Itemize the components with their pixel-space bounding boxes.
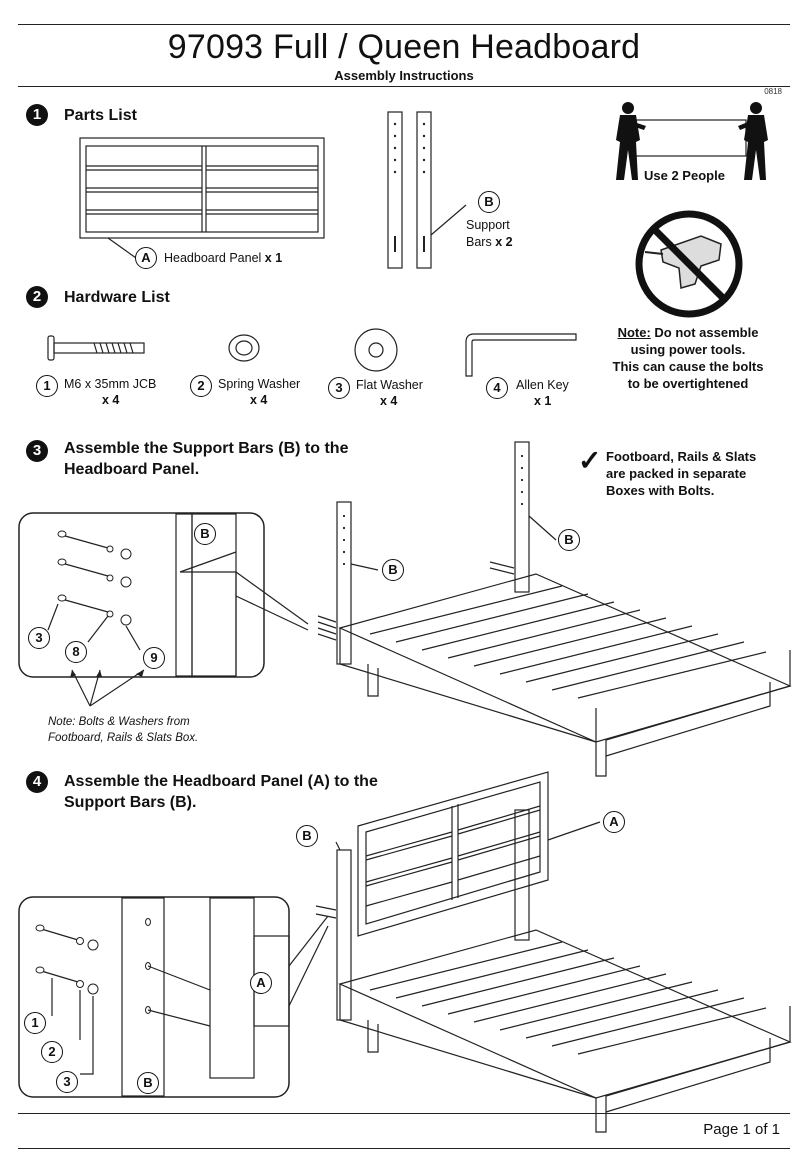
step-3-number: 3	[26, 440, 48, 462]
step-3-bed-drawing	[317, 441, 792, 777]
top-rule	[18, 24, 790, 25]
step-4-bed-drawing	[315, 771, 792, 1133]
step-4-detail-a: A	[250, 972, 272, 994]
hardware-1-label: M6 x 35mm JCB	[64, 377, 157, 391]
step-4-callout-3: 3	[56, 1071, 78, 1093]
allen-key-icon	[465, 333, 577, 377]
hardware-4-callout: 4	[486, 377, 508, 399]
hardware-1-callout: 1	[36, 375, 58, 397]
step-4-callout-2: 2	[41, 1041, 63, 1063]
step-4-callout-1: 1	[24, 1012, 46, 1034]
step-3-detail-b: B	[194, 523, 216, 545]
packed-separately-note: Footboard, Rails & Slats are packed in s…	[606, 449, 757, 498]
document-code: 0818	[764, 87, 782, 96]
step-4-detail-b: B	[137, 1072, 159, 1094]
step-3-callout-8: 8	[65, 641, 87, 663]
hardware-3-qty: x 4	[380, 394, 398, 408]
step-3-callout-3: 3	[28, 627, 50, 649]
support-label: Support	[466, 218, 510, 232]
checkmark-icon: ✓	[578, 445, 602, 476]
callout-b: B	[478, 191, 500, 213]
two-people-icon	[616, 102, 768, 180]
support-bars-drawing	[387, 111, 467, 269]
headboard-panel-drawing	[79, 137, 325, 259]
support-bars-label: Bars x 2	[466, 235, 513, 249]
callout-a: A	[135, 247, 157, 269]
power-tools-note: Note: Do not assemble using power tools.…	[612, 325, 764, 391]
hardware-2-callout: 2	[190, 375, 212, 397]
step-2-number: 2	[26, 286, 48, 308]
hardware-1-qty: x 4	[102, 393, 120, 407]
step-3-callout-9: 9	[143, 647, 165, 669]
step-4-detail-drawing	[18, 896, 329, 1098]
hardware-3-label: Flat Washer	[356, 378, 423, 392]
hardware-4-label: Allen Key	[516, 378, 569, 392]
step-4-callout-b: B	[296, 825, 318, 847]
note-arrows	[70, 669, 145, 707]
headboard-panel-label: Headboard Panel x 1	[164, 251, 283, 265]
step-3-callout-b1: B	[382, 559, 404, 581]
bolt-icon	[47, 335, 145, 361]
step-4-number: 4	[26, 771, 48, 793]
spring-washer-icon	[228, 334, 260, 362]
page-subtitle: Assembly Instructions	[334, 68, 474, 83]
hardware-list-heading: Hardware List	[64, 289, 170, 306]
hardware-2-qty: x 4	[250, 393, 268, 407]
flat-washer-icon	[354, 328, 398, 372]
page-number: Page 1 of 1	[703, 1121, 780, 1138]
footer-rule-top	[18, 1113, 790, 1114]
no-power-tools-icon	[635, 210, 743, 318]
step-3-callout-b2: B	[558, 529, 580, 551]
hardware-3-callout: 3	[328, 377, 350, 399]
step-4-callout-a: A	[603, 811, 625, 833]
page-title: 97093 Full / Queen Headboard	[167, 28, 641, 66]
hardware-4-qty: x 1	[534, 394, 552, 408]
hardware-2-label: Spring Washer	[218, 377, 301, 391]
step-3-detail-drawing	[18, 512, 309, 678]
two-people-label: Use 2 People	[644, 168, 725, 183]
parts-list-heading: Parts List	[64, 107, 137, 124]
step-1-number: 1	[26, 104, 48, 126]
footer-rule-bottom	[18, 1148, 790, 1149]
header-rule	[18, 86, 790, 87]
